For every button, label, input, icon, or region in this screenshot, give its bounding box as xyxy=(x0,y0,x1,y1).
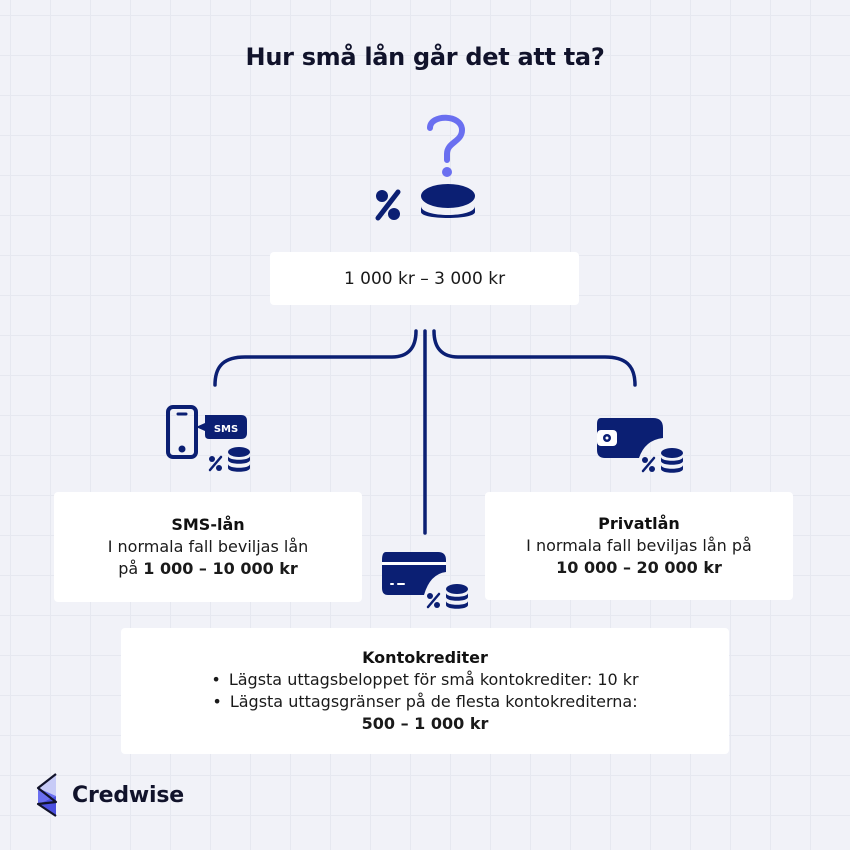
account-credit-bullet-2: Lägsta uttagsgränser på de flesta kontok… xyxy=(212,691,638,713)
credwise-logo: Credwise xyxy=(34,772,184,818)
loan-range-label: 1 000 kr – 3 000 kr xyxy=(343,268,506,289)
sms-loan-amount: 1 000 – 10 000 kr xyxy=(143,559,298,578)
page-title: Hur små lån går det att ta? xyxy=(245,43,605,71)
sms-loan-title: SMS-lån xyxy=(171,515,245,534)
question-mark-icon xyxy=(427,114,466,177)
account-credit-card: Kontokrediter Lägsta uttagsbeloppet för … xyxy=(121,628,729,754)
wallet-icon xyxy=(597,418,683,473)
private-loan-card: Privatlån I normala fall beviljas lån på… xyxy=(485,492,793,600)
brand-name: Credwise xyxy=(72,782,184,808)
sms-loan-card: SMS-lån I normala fall beviljas lån på 1… xyxy=(54,492,362,602)
account-credit-amount: 500 – 1 000 kr xyxy=(361,714,489,733)
sms-badge: SMS xyxy=(214,424,238,435)
private-loan-title: Privatlån xyxy=(598,514,680,533)
sms-loan-description: I normala fall beviljas lån xyxy=(107,537,309,556)
credit-card-icon xyxy=(382,552,468,609)
loan-range-box: 1 000 kr – 3 000 kr xyxy=(270,252,579,305)
account-credit-title: Kontokrediter xyxy=(362,648,488,667)
percent-icon xyxy=(375,189,401,221)
sms-loan-prefix: på xyxy=(118,559,144,578)
credwise-logo-icon xyxy=(36,773,58,817)
coin-stack-icon xyxy=(421,184,475,218)
account-credit-bullet-1: Lägsta uttagsbeloppet för små kontokredi… xyxy=(211,669,639,691)
phone-sms-icon: SMS xyxy=(166,405,250,472)
private-loan-amount: 10 000 – 20 000 kr xyxy=(556,558,722,577)
private-loan-description: I normala fall beviljas lån på xyxy=(526,536,752,555)
hero-icon-group xyxy=(375,114,475,221)
sms-loan-amount-line: på 1 000 – 10 000 kr xyxy=(118,558,298,580)
